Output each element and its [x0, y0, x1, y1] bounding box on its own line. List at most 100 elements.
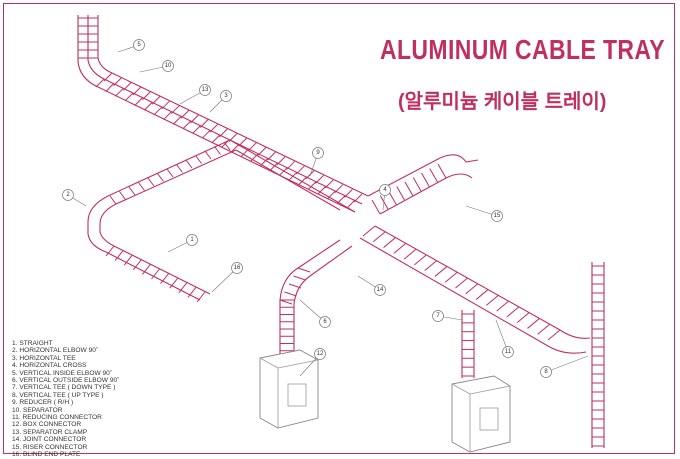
callout-number: 3 [224, 93, 228, 99]
tray-rung [143, 101, 153, 111]
callout-number: 14 [377, 287, 384, 293]
callout-number: 12 [317, 351, 324, 357]
legend-item: 13. SEPARATOR CLAMP [12, 428, 88, 436]
tray-rung [414, 254, 427, 266]
legend-item: 12. BOX CONNECTOR [12, 421, 82, 429]
callout-11: 11 [495, 319, 514, 358]
callout-2: 2 [62, 189, 87, 207]
legend-item: 16. BLIND END PLATE [12, 451, 81, 459]
tray-rung [182, 120, 192, 130]
callout-circle [374, 284, 386, 296]
legend-item: 4. HORIZONTAL CROSS [12, 362, 87, 370]
callout-number: 15 [494, 213, 501, 219]
callout-number: 2 [66, 192, 70, 198]
tray-rung [259, 157, 269, 167]
tray-rung [142, 264, 151, 275]
tray-rung [132, 259, 142, 271]
tray-rung [103, 72, 113, 82]
tray-rung [240, 148, 250, 158]
callout-circle [231, 262, 243, 274]
tray-rung [151, 268, 160, 280]
tray-rung [199, 119, 209, 128]
tray-rung [105, 83, 115, 93]
tray-run-riser [367, 154, 479, 215]
tray-rung [163, 111, 172, 120]
tray-rung [204, 150, 212, 160]
tray-rung [336, 194, 346, 204]
page-title: ALUMINUM CABLE TRAY [380, 34, 666, 65]
tray-rung [295, 165, 305, 175]
tray-rung [138, 182, 145, 191]
tray-rung [353, 193, 363, 203]
tray-rung [185, 159, 193, 169]
tray-rung [527, 318, 540, 329]
tray-rung [372, 231, 386, 243]
tray-rung [315, 175, 324, 184]
callout-circle [432, 310, 444, 322]
tray-rung [444, 271, 458, 283]
legend-item: 11. REDUCING CONNECTOR [12, 414, 102, 422]
tray-rung [424, 260, 437, 272]
tray-rung [157, 173, 164, 182]
tray-rung [114, 87, 124, 97]
tray-rung [123, 254, 133, 266]
callout-7: 7 [432, 310, 463, 322]
tray-rung [298, 176, 308, 186]
callout-number: 8 [544, 369, 548, 375]
tray-rung [429, 168, 439, 183]
legend-item: 7. VERTICAL TEE ( DOWN TYPE ) [12, 384, 116, 392]
tray-rung [257, 147, 267, 156]
callout-leader [545, 355, 589, 373]
callout-circle [62, 189, 74, 201]
tray-rung [124, 92, 134, 102]
callout-4: 4 [379, 184, 391, 211]
tray-rung [327, 190, 337, 200]
callout-circle [319, 316, 331, 328]
page-subtitle: (알루미늄 케이블 트레이) [398, 91, 607, 113]
tray-rung [160, 273, 169, 284]
tray-rung [506, 306, 520, 318]
callout-number: 13 [202, 87, 209, 93]
tray-rung [362, 225, 376, 237]
tray-rung [132, 86, 142, 96]
callout-circle [312, 147, 324, 159]
callout-circle [540, 366, 552, 378]
legend-item: 14. JOINT CONNECTOR [12, 436, 87, 444]
tray-rung [475, 289, 489, 300]
tray-rung [344, 188, 353, 198]
callout-14: 14 [357, 275, 386, 296]
tray-rung [388, 190, 397, 206]
tray-rung [230, 143, 240, 153]
tray-rung [119, 191, 126, 200]
callout-1: 1 [167, 234, 198, 253]
junction-box-7 [451, 375, 511, 453]
tray-rung [178, 282, 188, 294]
callout-6: 6 [299, 299, 331, 328]
tray-rung [153, 106, 163, 116]
callout-number: 6 [323, 319, 327, 325]
callout-circle [133, 39, 145, 51]
border-frame [3, 3, 675, 454]
tray-rung [109, 195, 117, 205]
tray-rung [166, 168, 174, 178]
junction-box-12 [259, 349, 319, 429]
tray-rung [113, 77, 122, 87]
tray-rung [434, 266, 448, 277]
tray-rung [114, 250, 124, 261]
tray-rung [396, 186, 406, 201]
tray-vertical-right [591, 262, 605, 448]
callout-12: 12 [299, 348, 326, 377]
tray-rung [465, 283, 479, 295]
callout-circle [491, 210, 503, 222]
tray-run-lower-right [359, 225, 591, 354]
callout-9: 9 [309, 147, 324, 177]
tray-rung [346, 199, 356, 209]
tray-rung [288, 171, 298, 181]
tray-rung [134, 97, 143, 106]
tray-rung [305, 170, 315, 180]
tray-rung [412, 177, 422, 192]
callout-circle [220, 90, 232, 102]
tray-rung [105, 245, 115, 257]
tray-rung [317, 185, 327, 195]
